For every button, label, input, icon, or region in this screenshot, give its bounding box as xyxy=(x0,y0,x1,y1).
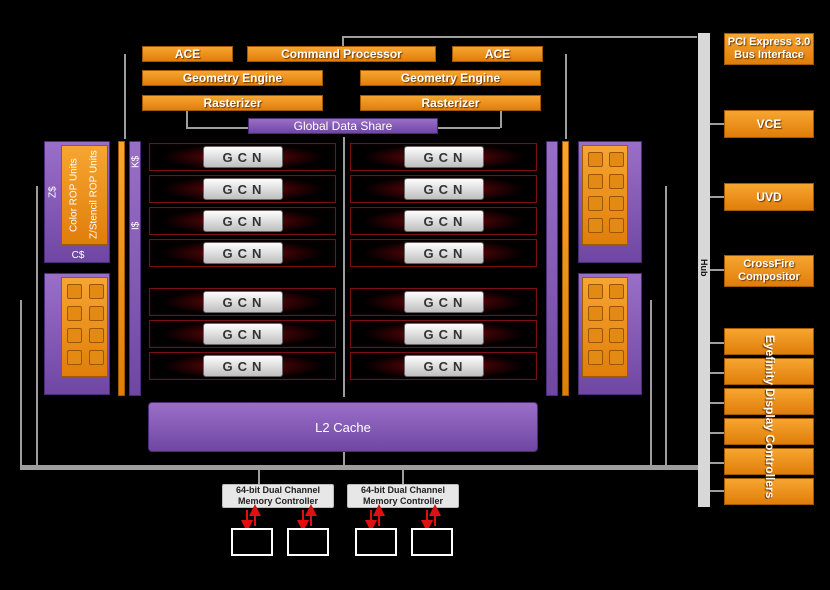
pcie-line1: PCI Express 3.0 xyxy=(727,36,811,48)
rop-block-lower-left xyxy=(44,273,110,395)
rasterizer-left: Rasterizer xyxy=(142,95,323,111)
gcn-compute-unit: GCN xyxy=(149,239,336,267)
geometry-engine-left: Geometry Engine xyxy=(142,70,323,86)
gcn-compute-unit: GCN xyxy=(149,143,336,171)
hub-bar: Hub xyxy=(698,33,710,507)
mc1-link xyxy=(258,470,260,486)
gcn-label: GCN xyxy=(202,146,283,168)
right-orange-strip xyxy=(562,141,569,396)
gcn-label: GCN xyxy=(202,178,283,200)
gcn-label: GCN xyxy=(202,291,283,313)
rop-block-upper-right xyxy=(578,141,642,263)
gcn-label: GCN xyxy=(403,242,484,264)
mc2-link xyxy=(402,470,404,486)
gcn-compute-unit: GCN xyxy=(149,320,336,348)
memory-bus-line xyxy=(20,465,698,470)
geometry-engine-right: Geometry Engine xyxy=(360,70,541,86)
cp-link xyxy=(342,36,344,46)
memory-controller-2-line2: Memory Controller xyxy=(362,496,443,506)
hub-eyefinity-link-3 xyxy=(710,402,724,404)
center-spine xyxy=(343,137,345,397)
hub-top-link xyxy=(342,36,697,38)
hub-eyefinity-link-4 xyxy=(710,432,724,434)
gcn-compute-unit: GCN xyxy=(350,175,537,203)
command-processor: Command Processor xyxy=(247,46,436,62)
right-feed-line xyxy=(565,54,567,139)
gcn-label: GCN xyxy=(202,323,283,345)
l2-down-link xyxy=(343,452,345,466)
gcn-label: GCN xyxy=(403,178,484,200)
gds-left-link-h xyxy=(186,127,248,129)
hub-eyefinity-link-1 xyxy=(710,342,724,344)
memory-controller-1-line2: Memory Controller xyxy=(237,496,318,506)
crossfire-line2: Compositor xyxy=(738,271,800,283)
left-rop-down xyxy=(20,300,22,466)
gcn-label: GCN xyxy=(202,210,283,232)
gcn-label: GCN xyxy=(403,210,484,232)
uvd-block: UVD xyxy=(724,183,814,211)
gcn-compute-unit: GCN xyxy=(149,207,336,235)
right-cache-strip xyxy=(546,141,558,396)
left-rop-down-2 xyxy=(36,186,38,466)
crossfire-compositor: CrossFire Compositor xyxy=(724,255,814,287)
gcn-label: GCN xyxy=(403,355,484,377)
rasterizer-right: Rasterizer xyxy=(360,95,541,111)
global-data-share: Global Data Share xyxy=(248,118,438,134)
hub-vce-link xyxy=(710,123,724,125)
rop-units-panel xyxy=(61,145,108,245)
dram-chip-1 xyxy=(231,528,273,556)
memory-controller-1-line1: 64-bit Dual Channel xyxy=(235,485,320,495)
left-orange-strip xyxy=(118,141,125,396)
rop-block-upper-left: Color ROP Units Z/Stencil ROP Units Z$ C… xyxy=(44,141,110,263)
gcn-label: GCN xyxy=(202,355,283,377)
eyefinity-display-controllers: Eyefinity Display Controllers xyxy=(724,328,814,506)
memory-controller-1: 64-bit Dual Channel Memory Controller xyxy=(222,484,334,508)
dram-chip-2 xyxy=(287,528,329,556)
eyefinity-label: Eyefinity Display Controllers xyxy=(763,335,777,499)
gcn-compute-unit: GCN xyxy=(149,352,336,380)
right-rop-down-2 xyxy=(665,186,667,466)
gcn-compute-unit: GCN xyxy=(350,239,537,267)
gcn-compute-unit: GCN xyxy=(350,207,537,235)
ace-left: ACE xyxy=(142,46,233,62)
gcn-compute-unit: GCN xyxy=(350,143,537,171)
ace-right: ACE xyxy=(452,46,543,62)
gcn-label: GCN xyxy=(202,242,283,264)
gcn-label: GCN xyxy=(403,291,484,313)
hub-eyefinity-link-5 xyxy=(710,462,724,464)
dram-chip-3 xyxy=(355,528,397,556)
right-rop-down xyxy=(650,300,652,466)
gcn-label: GCN xyxy=(403,146,484,168)
gcn-compute-unit: GCN xyxy=(350,320,537,348)
gds-right-link xyxy=(500,110,502,128)
hub-uvd-link xyxy=(710,196,724,198)
gds-left-link xyxy=(186,110,188,128)
pcie-line2: Bus Interface xyxy=(734,49,804,61)
left-feed-line xyxy=(124,54,126,139)
l2-cache: L2 Cache xyxy=(148,402,538,452)
memory-controller-2-line1: 64-bit Dual Channel xyxy=(360,485,445,495)
dram-chip-4 xyxy=(411,528,453,556)
hub-label: Hub xyxy=(699,259,709,277)
hub-cf-link xyxy=(710,269,724,271)
rop-block-lower-right xyxy=(578,273,642,395)
pcie-bus-interface: PCI Express 3.0 Bus Interface xyxy=(724,33,814,65)
gds-right-link-h xyxy=(438,127,500,129)
c-cache-label: C$ xyxy=(71,249,85,261)
gcn-compute-unit: GCN xyxy=(350,352,537,380)
gcn-compute-unit: GCN xyxy=(350,288,537,316)
vce-block: VCE xyxy=(724,110,814,138)
crossfire-line1: CrossFire xyxy=(743,258,795,270)
gcn-label: GCN xyxy=(403,323,484,345)
gcn-compute-unit: GCN xyxy=(149,288,336,316)
gcn-compute-unit: GCN xyxy=(149,175,336,203)
hub-eyefinity-link-2 xyxy=(710,372,724,374)
left-cache-strip: K$ I$ xyxy=(129,141,142,396)
hub-eyefinity-link-6 xyxy=(710,490,724,492)
